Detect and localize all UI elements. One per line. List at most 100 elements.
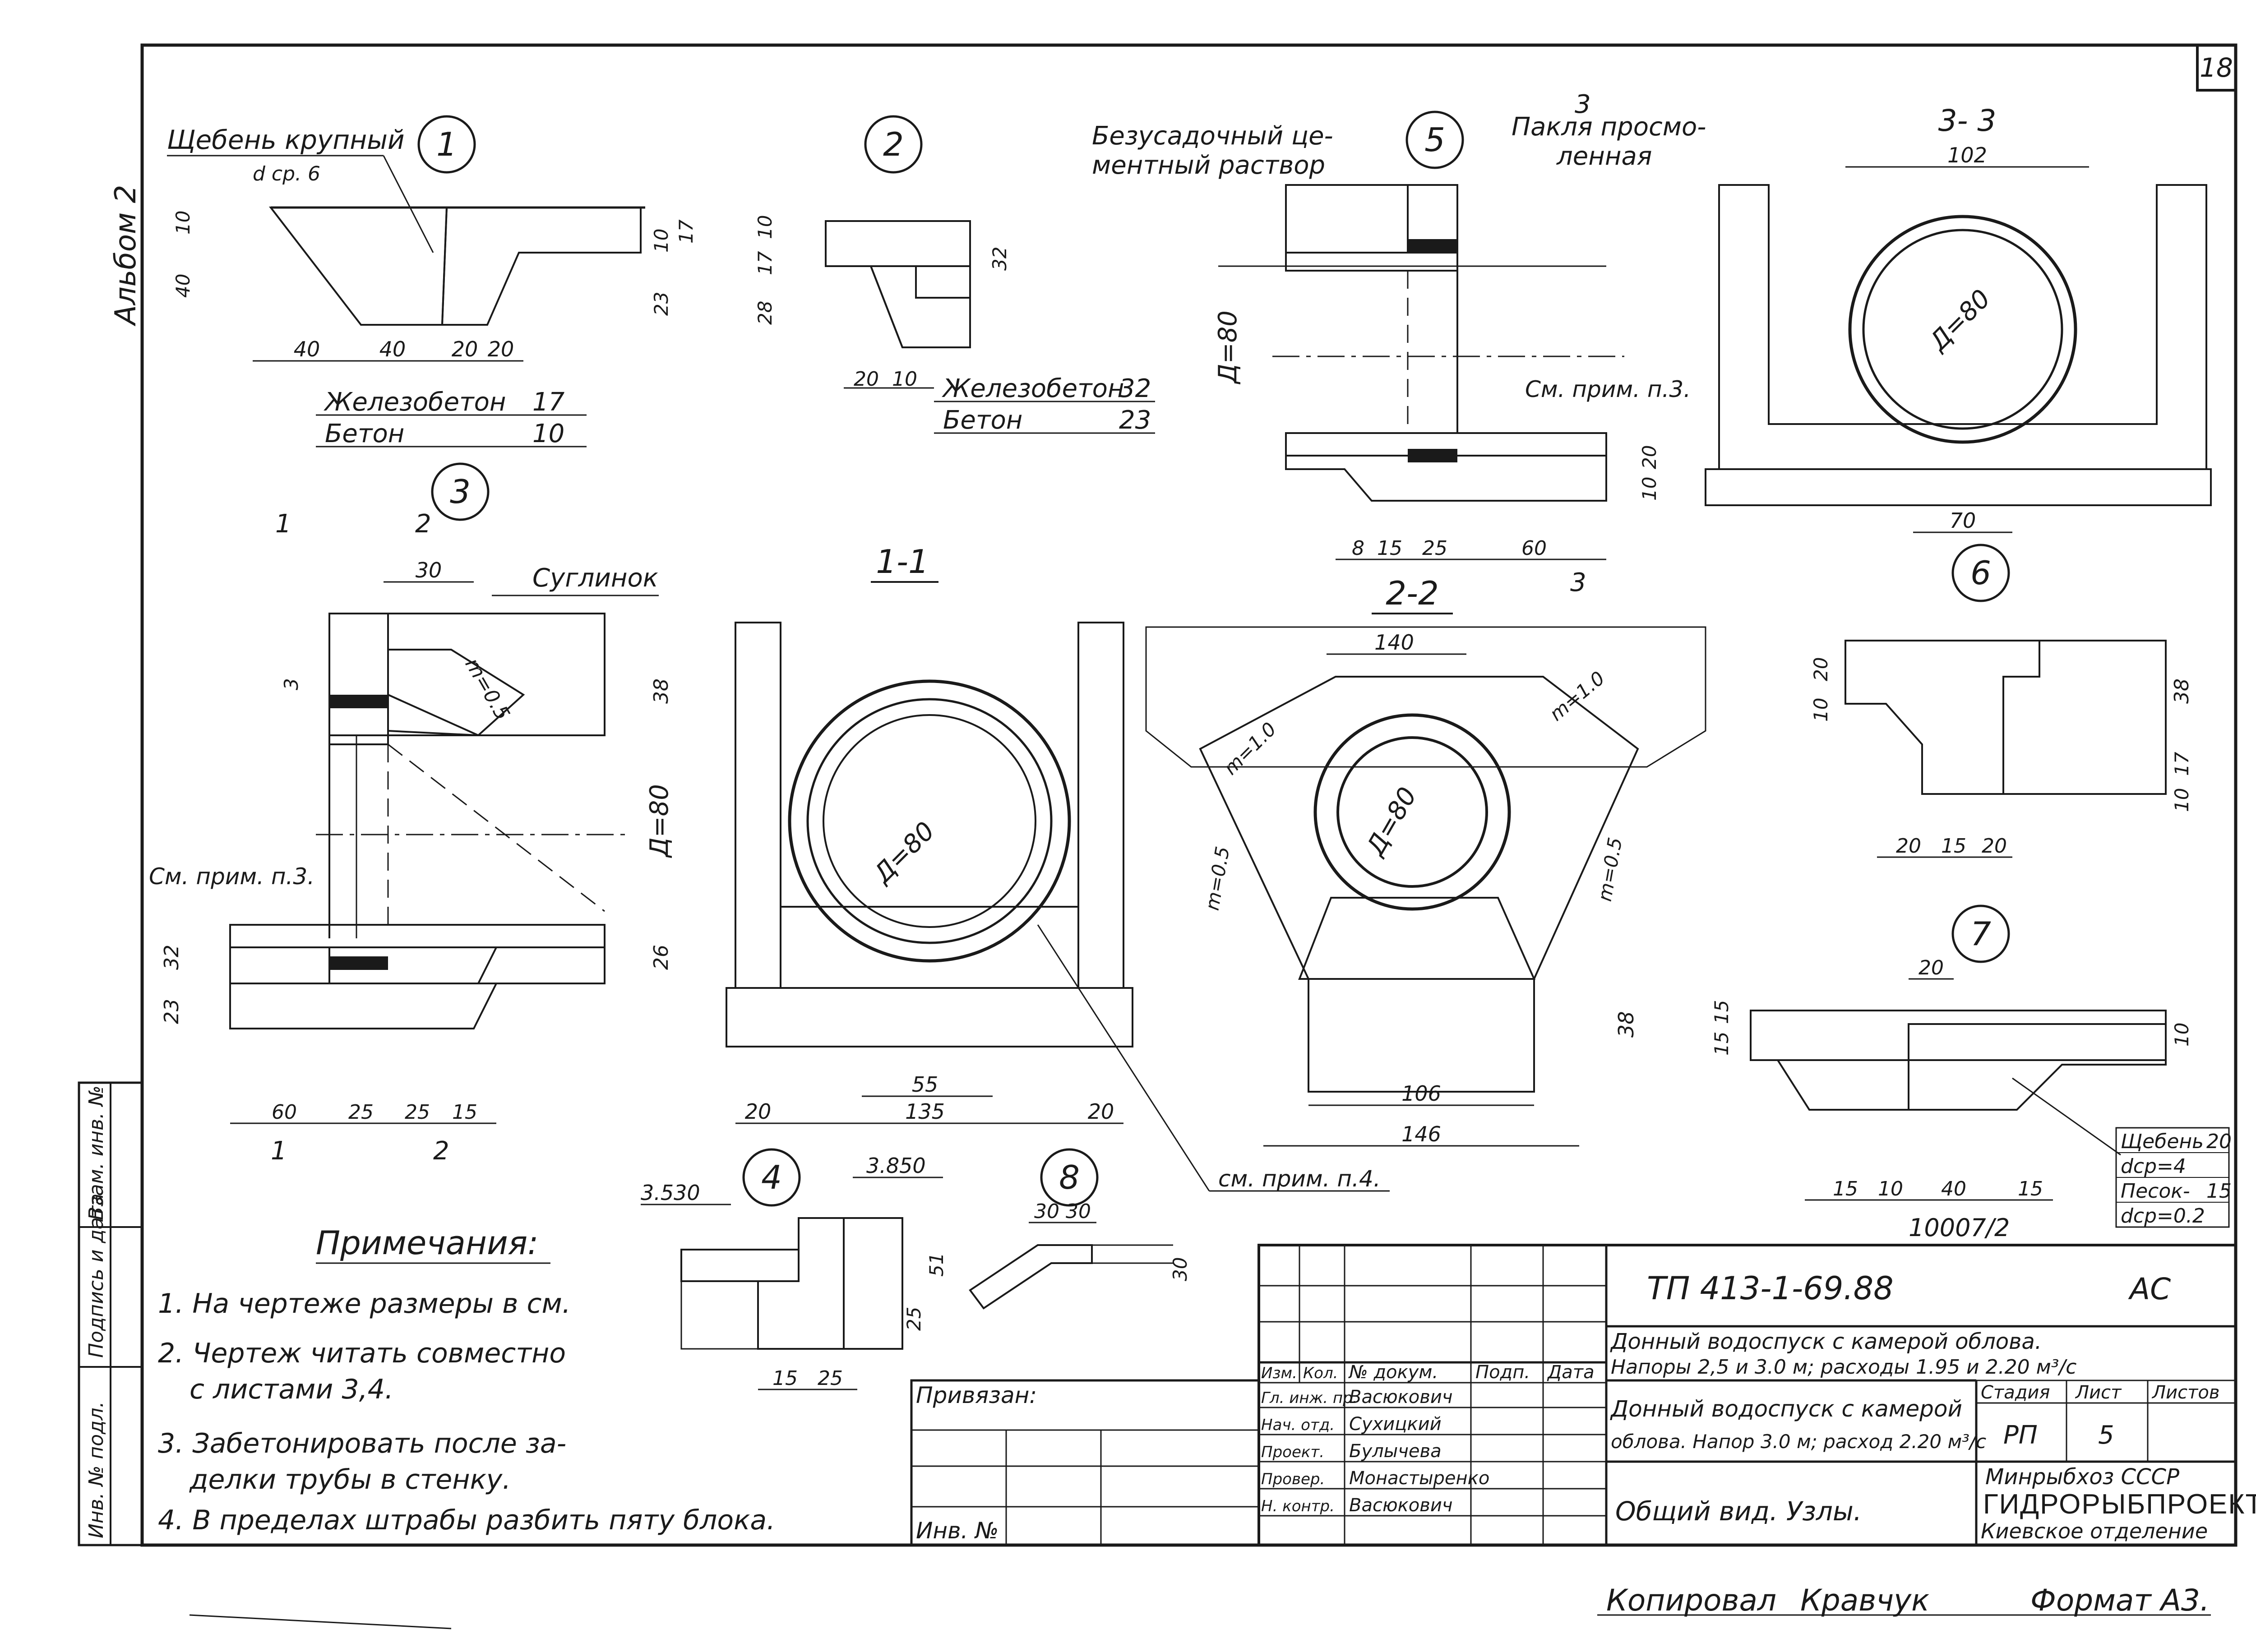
d3-dim-26: 26 (650, 945, 673, 970)
d3-slope: m=0.5 (460, 654, 514, 724)
d5-label-1: Безусадочный це- (1092, 121, 1333, 151)
s22-dim-106: 106 (1401, 1081, 1441, 1106)
d7-mat-1-val: 20 (2206, 1130, 2232, 1153)
tb-code: ТП 413-1-69.88 (1647, 1270, 1894, 1307)
d3-dim-15: 15 (452, 1101, 477, 1124)
detail-3: 3 1 2 30 Суглинок m=0.5 Д=80 См. прим. п… (149, 462, 674, 1166)
album-label: Альбом 2 (109, 185, 143, 327)
d3-dim-25a: 25 (348, 1101, 374, 1124)
tb-stage-head: Стадия (1981, 1382, 2050, 1403)
d6-dim-20: 20 (1810, 657, 1832, 681)
notes-title: Примечания: (316, 1224, 538, 1262)
tb-col-izm: Изм. (1261, 1364, 1297, 1382)
s33-title: 3- 3 (1938, 103, 1997, 138)
d1-mat-2: Бетон (325, 419, 404, 448)
s22-slope-l2: m=0.5 (1201, 844, 1234, 912)
tb-sub-l2: облова. Напор 3.0 м; расход 2.20 м³/с (1611, 1431, 1986, 1453)
d5-cut-top: 3 (1575, 90, 1591, 119)
d8-dim-30b: 30 (1066, 1200, 1091, 1223)
d5-dim-10: 10 (1638, 477, 1660, 501)
d7-dim-10: 10 (1878, 1177, 1903, 1200)
note-2b: с листами 3,4. (190, 1374, 393, 1405)
note-3b: делки трубы в стенку. (189, 1464, 511, 1495)
copied-label: Копировал (1606, 1583, 1776, 1618)
s33-bottom: 70 (1950, 508, 1976, 533)
note-3: 3. Забетонировать после за- (158, 1428, 566, 1459)
tb-col-date: Дата (1547, 1362, 1595, 1383)
d4-dim-25: 25 (818, 1367, 843, 1390)
d6-dim-15: 15 (1941, 835, 1966, 858)
d3-cut-2: 2 (415, 509, 431, 539)
d1-dim-17r: 17 (675, 219, 697, 244)
d1-mat-1-val: 17 (532, 388, 565, 417)
d2-mat-1-val: 32 (1119, 374, 1151, 403)
stamp-replace-inv: Взам. инв. № (85, 1085, 108, 1220)
tb-col-kol: Кол. (1303, 1364, 1338, 1382)
tb-staff-role-4: Провер. (1261, 1470, 1325, 1488)
tb-sheet-title: Общий вид. Узлы. (1615, 1496, 1862, 1527)
detail-5: 5 Безусадочный це- ментный раствор Пакля… (1092, 90, 1706, 597)
d3-note: См. прим. п.3. (149, 863, 314, 890)
tb-stage-val: РП (2003, 1421, 2038, 1450)
d4-dim-25v: 25 (903, 1307, 925, 1331)
d7-dim-10r: 10 (2171, 1023, 2193, 1047)
d2-dim-32: 32 (989, 247, 1011, 271)
detail-4-number: 4 (761, 1158, 782, 1196)
tb-project-l1: Донный водоспуск с камерой облова. (1610, 1329, 2042, 1354)
detail-4: 4 3.530 3.850 51 25 15 25 (641, 1148, 948, 1390)
d7-mat-2: dср=4 (2121, 1155, 2186, 1178)
tb-staff-role-2: Нач. отд. (1261, 1416, 1335, 1434)
d3-diam: Д=80 (645, 784, 674, 858)
detail-6-number: 6 (1970, 554, 1991, 592)
d3-cut-2b: 2 (433, 1136, 449, 1166)
tb-staff-name-1: Васюкович (1349, 1387, 1452, 1407)
tb-org-l1: Минрыбхоз СССР (1985, 1464, 2179, 1490)
tb-staff-name-5: Васюкович (1349, 1495, 1452, 1516)
d5-note: См. прим. п.3. (1525, 376, 1691, 402)
d6-dim-20c: 20 (1982, 835, 2007, 858)
tb-staff-name-3: Булычева (1349, 1441, 1442, 1462)
d3-cut-1b: 1 (271, 1136, 287, 1166)
d7-top: 20 (1919, 956, 1944, 979)
section-1-1: 1-1 Д=80 20 55 135 20 (726, 543, 1133, 1124)
d8-dim-30v: 30 (1169, 1257, 1191, 1281)
d2-mat-2-val: 23 (1119, 406, 1151, 435)
d1-dim-40b: 40 (379, 337, 406, 361)
d6-dim-10: 10 (1810, 698, 1832, 722)
d1-dim-10r: 10 (650, 229, 672, 253)
d1-dim-40a: 40 (294, 337, 320, 361)
tb-sub-l1: Донный водоспуск с камерой (1610, 1396, 1962, 1422)
d5-dim-25: 25 (1422, 537, 1447, 560)
d1-dim-20b: 20 (488, 337, 514, 361)
d3-dim-32: 32 (160, 945, 183, 970)
d6-dim-10b: 10 (2171, 788, 2193, 812)
tb-mark: АС (2128, 1272, 2171, 1306)
detail-1-number: 1 (436, 125, 457, 163)
d1-dim-40v: 40 (172, 274, 194, 298)
d3-cut-1: 1 (275, 509, 291, 539)
d7-dim-15b: 15 (1710, 1000, 1733, 1024)
d2-dim-10b: 10 (892, 368, 917, 391)
d3-dim-38: 38 (650, 678, 673, 704)
d1-mat-1: Железобетон (324, 388, 506, 417)
stamp-inv-podl: Инв. № подл. (85, 1401, 108, 1538)
s22-top: 140 (1374, 630, 1414, 655)
s11-title: 1-1 (876, 543, 929, 581)
s11-dim-55: 55 (912, 1072, 938, 1097)
d4-dim-15: 15 (772, 1367, 798, 1390)
note-1: 1. На чертеже размеры в см. (158, 1288, 571, 1320)
tb-attached: Привязан: (916, 1382, 1037, 1408)
s22-slope-r: m=1.0 (1545, 667, 1609, 725)
left-stamp-strip: Инв. № подл. Подпись и дата Взам. инв. № (78, 1081, 143, 1546)
d5-dim-20: 20 (1638, 445, 1660, 469)
d5-dim-8: 8 (1352, 537, 1364, 560)
s22-diam: Д=80 (1360, 782, 1423, 861)
d7-mat-1: Щебень (2121, 1130, 2204, 1153)
d7-mat-3-val: 15 (2206, 1180, 2232, 1203)
d6-dim-38: 38 (2170, 678, 2193, 704)
section-3-3: 3- 3 102 Д=80 70 (1705, 103, 2212, 533)
tb-col-sign: Подп. (1475, 1362, 1530, 1383)
d2-dim-20: 20 (854, 368, 879, 391)
detail-1-label: Щебень крупный (167, 125, 405, 155)
